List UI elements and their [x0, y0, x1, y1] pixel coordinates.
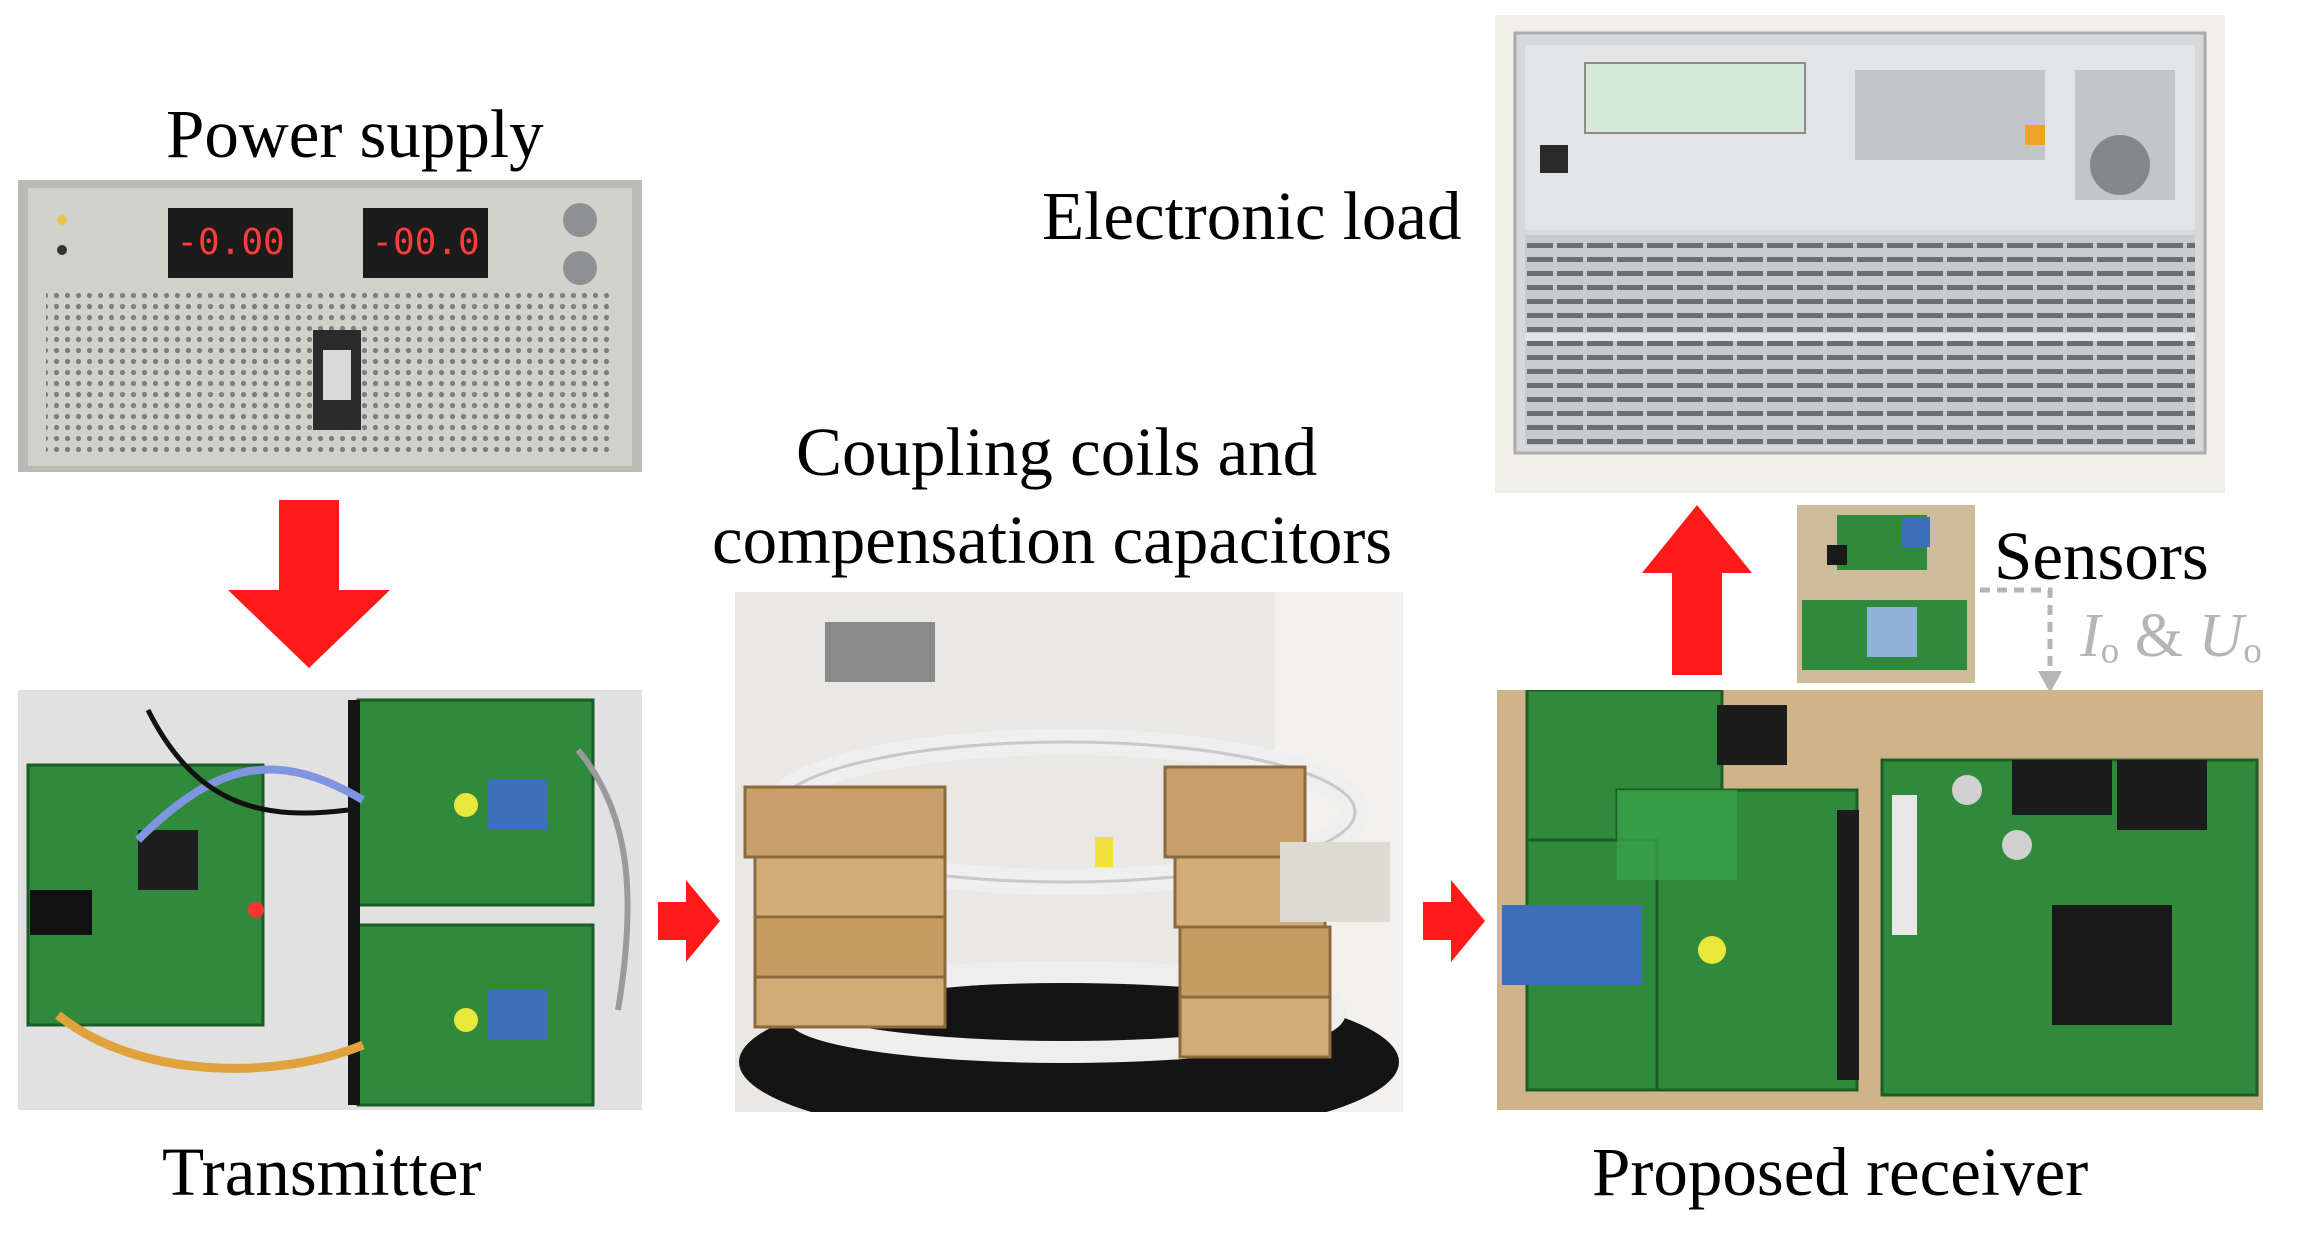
sensor-signal-dashed-arrow — [1980, 585, 2070, 695]
arrow-receiver-to-load — [1642, 505, 1752, 675]
electronic-load-photo — [1495, 15, 2225, 493]
receiver-label: Proposed receiver — [1592, 1134, 2089, 1210]
transmitter-photo — [18, 690, 642, 1110]
arrow-coils-to-receiver — [1423, 880, 1485, 962]
coupling-coils-photo — [735, 592, 1403, 1112]
power-supply-photo: -0.00 -00.0 — [18, 180, 642, 472]
transmitter-label: Transmitter — [162, 1134, 482, 1210]
current-display: -00.0 — [371, 222, 480, 263]
sensors-photo — [1797, 505, 1975, 683]
sensors-label: Sensors — [1994, 518, 2209, 594]
arrow-power-to-transmitter — [228, 500, 390, 668]
coupling-label-line1: Coupling coils and — [796, 414, 1318, 490]
electronic-load-label: Electronic load — [1042, 178, 1462, 254]
io-uo-signal-label: Io & Uo — [2080, 602, 2262, 672]
power-supply-label: Power supply — [166, 96, 544, 172]
coupling-label-line2: compensation capacitors — [712, 502, 1393, 578]
arrow-transmitter-to-coils — [658, 880, 720, 962]
receiver-photo — [1497, 690, 2263, 1110]
voltage-display: -0.00 — [176, 222, 285, 263]
